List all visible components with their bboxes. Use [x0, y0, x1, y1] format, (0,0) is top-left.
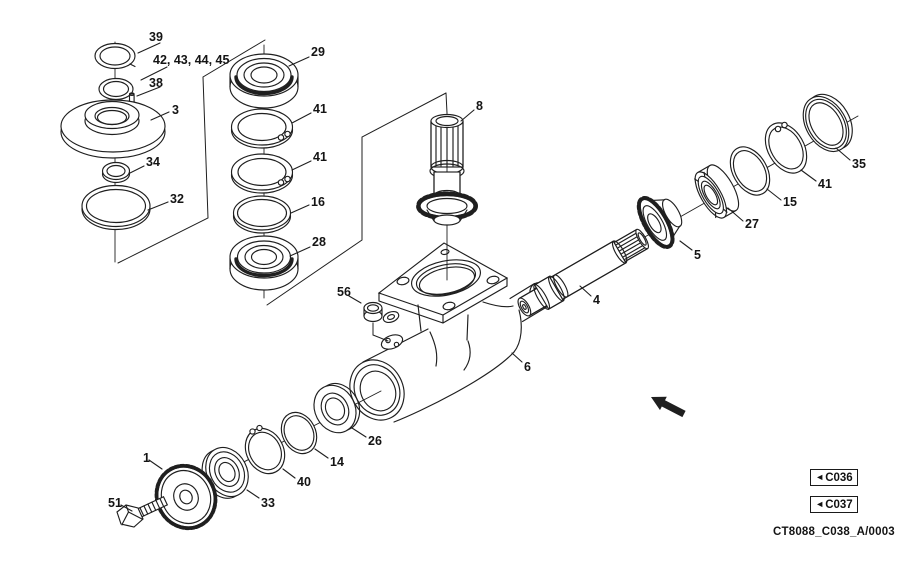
part-42-45-seal-ring [98, 77, 134, 101]
part-56-plug [363, 301, 389, 342]
callout-33: 33 [261, 496, 275, 510]
callout-26: 26 [368, 434, 382, 448]
part-40-snap-ring-bottom [244, 424, 286, 475]
part-35-seal-ring [802, 93, 853, 153]
part-27-ball-bearing [694, 164, 740, 219]
callout-28: 28 [312, 235, 326, 249]
part-34-bushing [101, 161, 131, 184]
callout-29: 29 [311, 45, 325, 59]
back-triangle-icon: ◄ [815, 472, 825, 482]
callout-42-45: 42, 43, 44, 45 [153, 53, 230, 67]
part-41-snap-ring-right [764, 121, 808, 174]
ref-label: C037 [825, 498, 853, 511]
callout-8: 8 [476, 99, 483, 113]
callout-32: 32 [170, 192, 184, 206]
part-1-sprocket [154, 463, 218, 531]
callout-6: 6 [524, 360, 531, 374]
part-39-snap-ring [94, 42, 136, 70]
part-8-pinion-shaft [416, 113, 478, 226]
callout-56: 56 [337, 285, 351, 299]
callout-38: 38 [149, 76, 163, 90]
callout-leader-lines [120, 42, 851, 512]
part-3-pulley-housing-cap [60, 99, 166, 159]
part-5-bevel-gear [636, 195, 683, 250]
part-51-hex-bolt [116, 495, 169, 528]
nw-arrow-icon [651, 396, 686, 418]
part-4-output-shaft [517, 228, 650, 317]
callout-27: 27 [745, 217, 759, 231]
callout-5: 5 [694, 248, 701, 262]
callout-15: 15 [783, 195, 797, 209]
ref-link-c036[interactable]: ◄C036 [810, 469, 858, 486]
part-6-gearbox-housing [349, 242, 553, 423]
callout-51: 51 [108, 496, 122, 510]
back-triangle-icon: ◄ [815, 499, 825, 509]
part-41-snap-ring-upper [230, 108, 294, 149]
callout-41-lower: 41 [313, 150, 327, 164]
part-16-shim-ring [232, 195, 292, 234]
part-29-ball-bearing [229, 53, 299, 109]
callout-41-upper: 41 [313, 102, 327, 116]
callout-16: 16 [311, 195, 325, 209]
part-33-ball-bearing [201, 446, 249, 499]
callout-3: 3 [172, 103, 179, 117]
part-26-ball-bearing [313, 382, 361, 434]
callout-35: 35 [852, 157, 866, 171]
part-28-ball-bearing [229, 235, 299, 291]
callout-1: 1 [143, 451, 150, 465]
callout-14: 14 [330, 455, 344, 469]
callout-41-right: 41 [818, 177, 832, 191]
part-14-shim-ring-bottom [280, 411, 318, 455]
part-32-o-ring [81, 184, 151, 231]
assembly-bracket-lines [117, 39, 448, 306]
part-15-shim-ring-right [729, 146, 771, 196]
callout-39: 39 [149, 30, 163, 44]
figure-code: CT8088_C038_A/0003 [773, 526, 895, 538]
ref-link-c037[interactable]: ◄C037 [810, 496, 858, 513]
ref-label: C036 [825, 471, 853, 484]
part-41-snap-ring-lower [230, 153, 294, 194]
callout-34: 34 [146, 155, 160, 169]
callout-4: 4 [593, 293, 600, 307]
callout-40: 40 [297, 475, 311, 489]
